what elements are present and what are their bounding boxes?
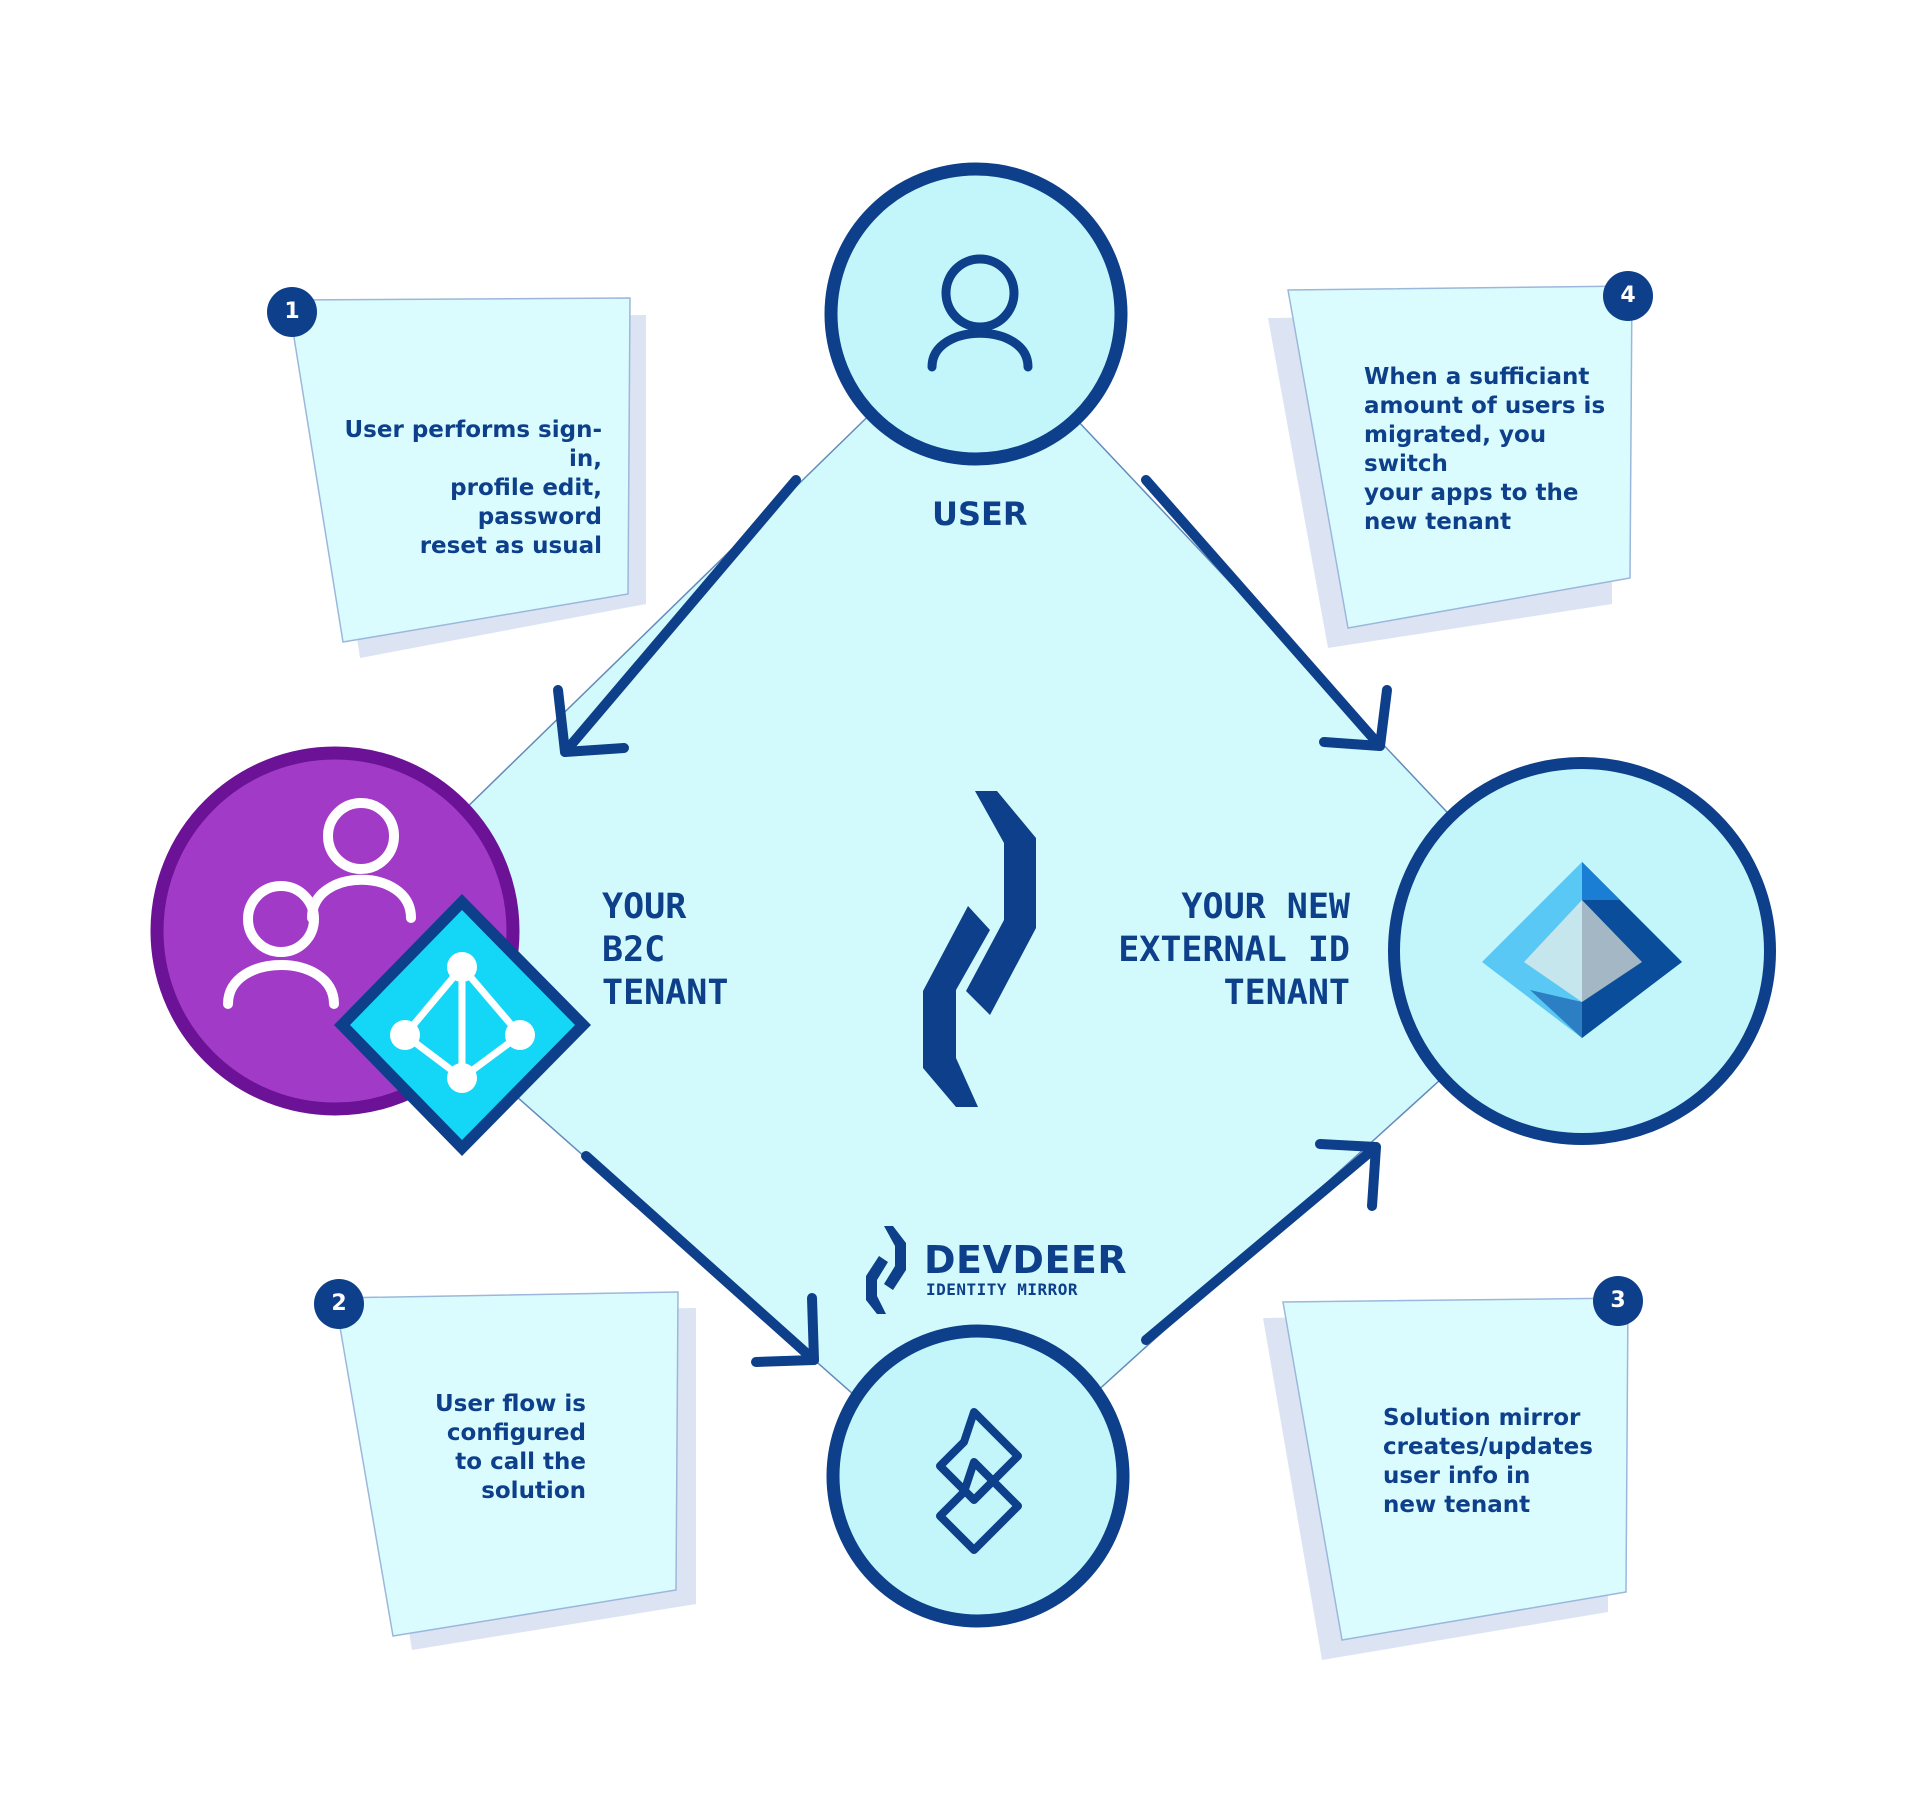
step-badge-2: [314, 1279, 364, 1329]
step-badge-1: [267, 287, 317, 337]
azure-ad-b2c-icon: [334, 894, 591, 1156]
step-4-text: When a sufficiant amount of users is mig…: [1364, 364, 1606, 535]
b2c-node-label: YOUR B2C TENANT: [602, 887, 729, 1013]
arrow-user-to-external: [1141, 475, 1392, 751]
step-badge-2-number: 2: [331, 1291, 347, 1316]
step-badge-1-number: 1: [284, 299, 300, 324]
brand-subtitle: IDENTITY MIRROR: [926, 1280, 1078, 1299]
user-node: [824, 162, 1128, 466]
devdeer-brand-small-icon: [866, 1226, 906, 1314]
devdeer-logo-icon: [923, 791, 1036, 1107]
step-badge-4: [1603, 271, 1653, 321]
step-1-text: User performs sign-in, profile edit, pas…: [344, 417, 603, 559]
users-group-icon: [223, 798, 416, 1009]
identity-mirror-icon: [936, 1408, 1022, 1554]
arrow-mirror-to-external: [1141, 1139, 1381, 1345]
entra-external-id-icon: [1482, 862, 1682, 1038]
card-1: [287, 297, 631, 643]
user-icon: [927, 254, 1033, 372]
brand-name: DEVDEER: [924, 1238, 1128, 1282]
card-3: [1282, 1297, 1629, 1641]
card-4: [1287, 285, 1633, 629]
step-3-text: Solution mirror creates/updates user inf…: [1383, 1405, 1593, 1518]
user-node-label: USER: [932, 495, 1028, 533]
step-badge-3: [1593, 1276, 1643, 1326]
external-node-label: YOUR NEW EXTERNAL ID TENANT: [1118, 887, 1350, 1013]
card-2: [334, 1291, 679, 1637]
step-badge-3-number: 3: [1610, 1288, 1626, 1313]
arrow-user-to-b2c: [553, 475, 801, 757]
arrow-b2c-to-mirror: [581, 1151, 819, 1367]
step-2-text: User flow is configured to call the solu…: [435, 1391, 586, 1504]
step-badge-4-number: 4: [1620, 283, 1636, 308]
mirror-node: [826, 1324, 1130, 1628]
